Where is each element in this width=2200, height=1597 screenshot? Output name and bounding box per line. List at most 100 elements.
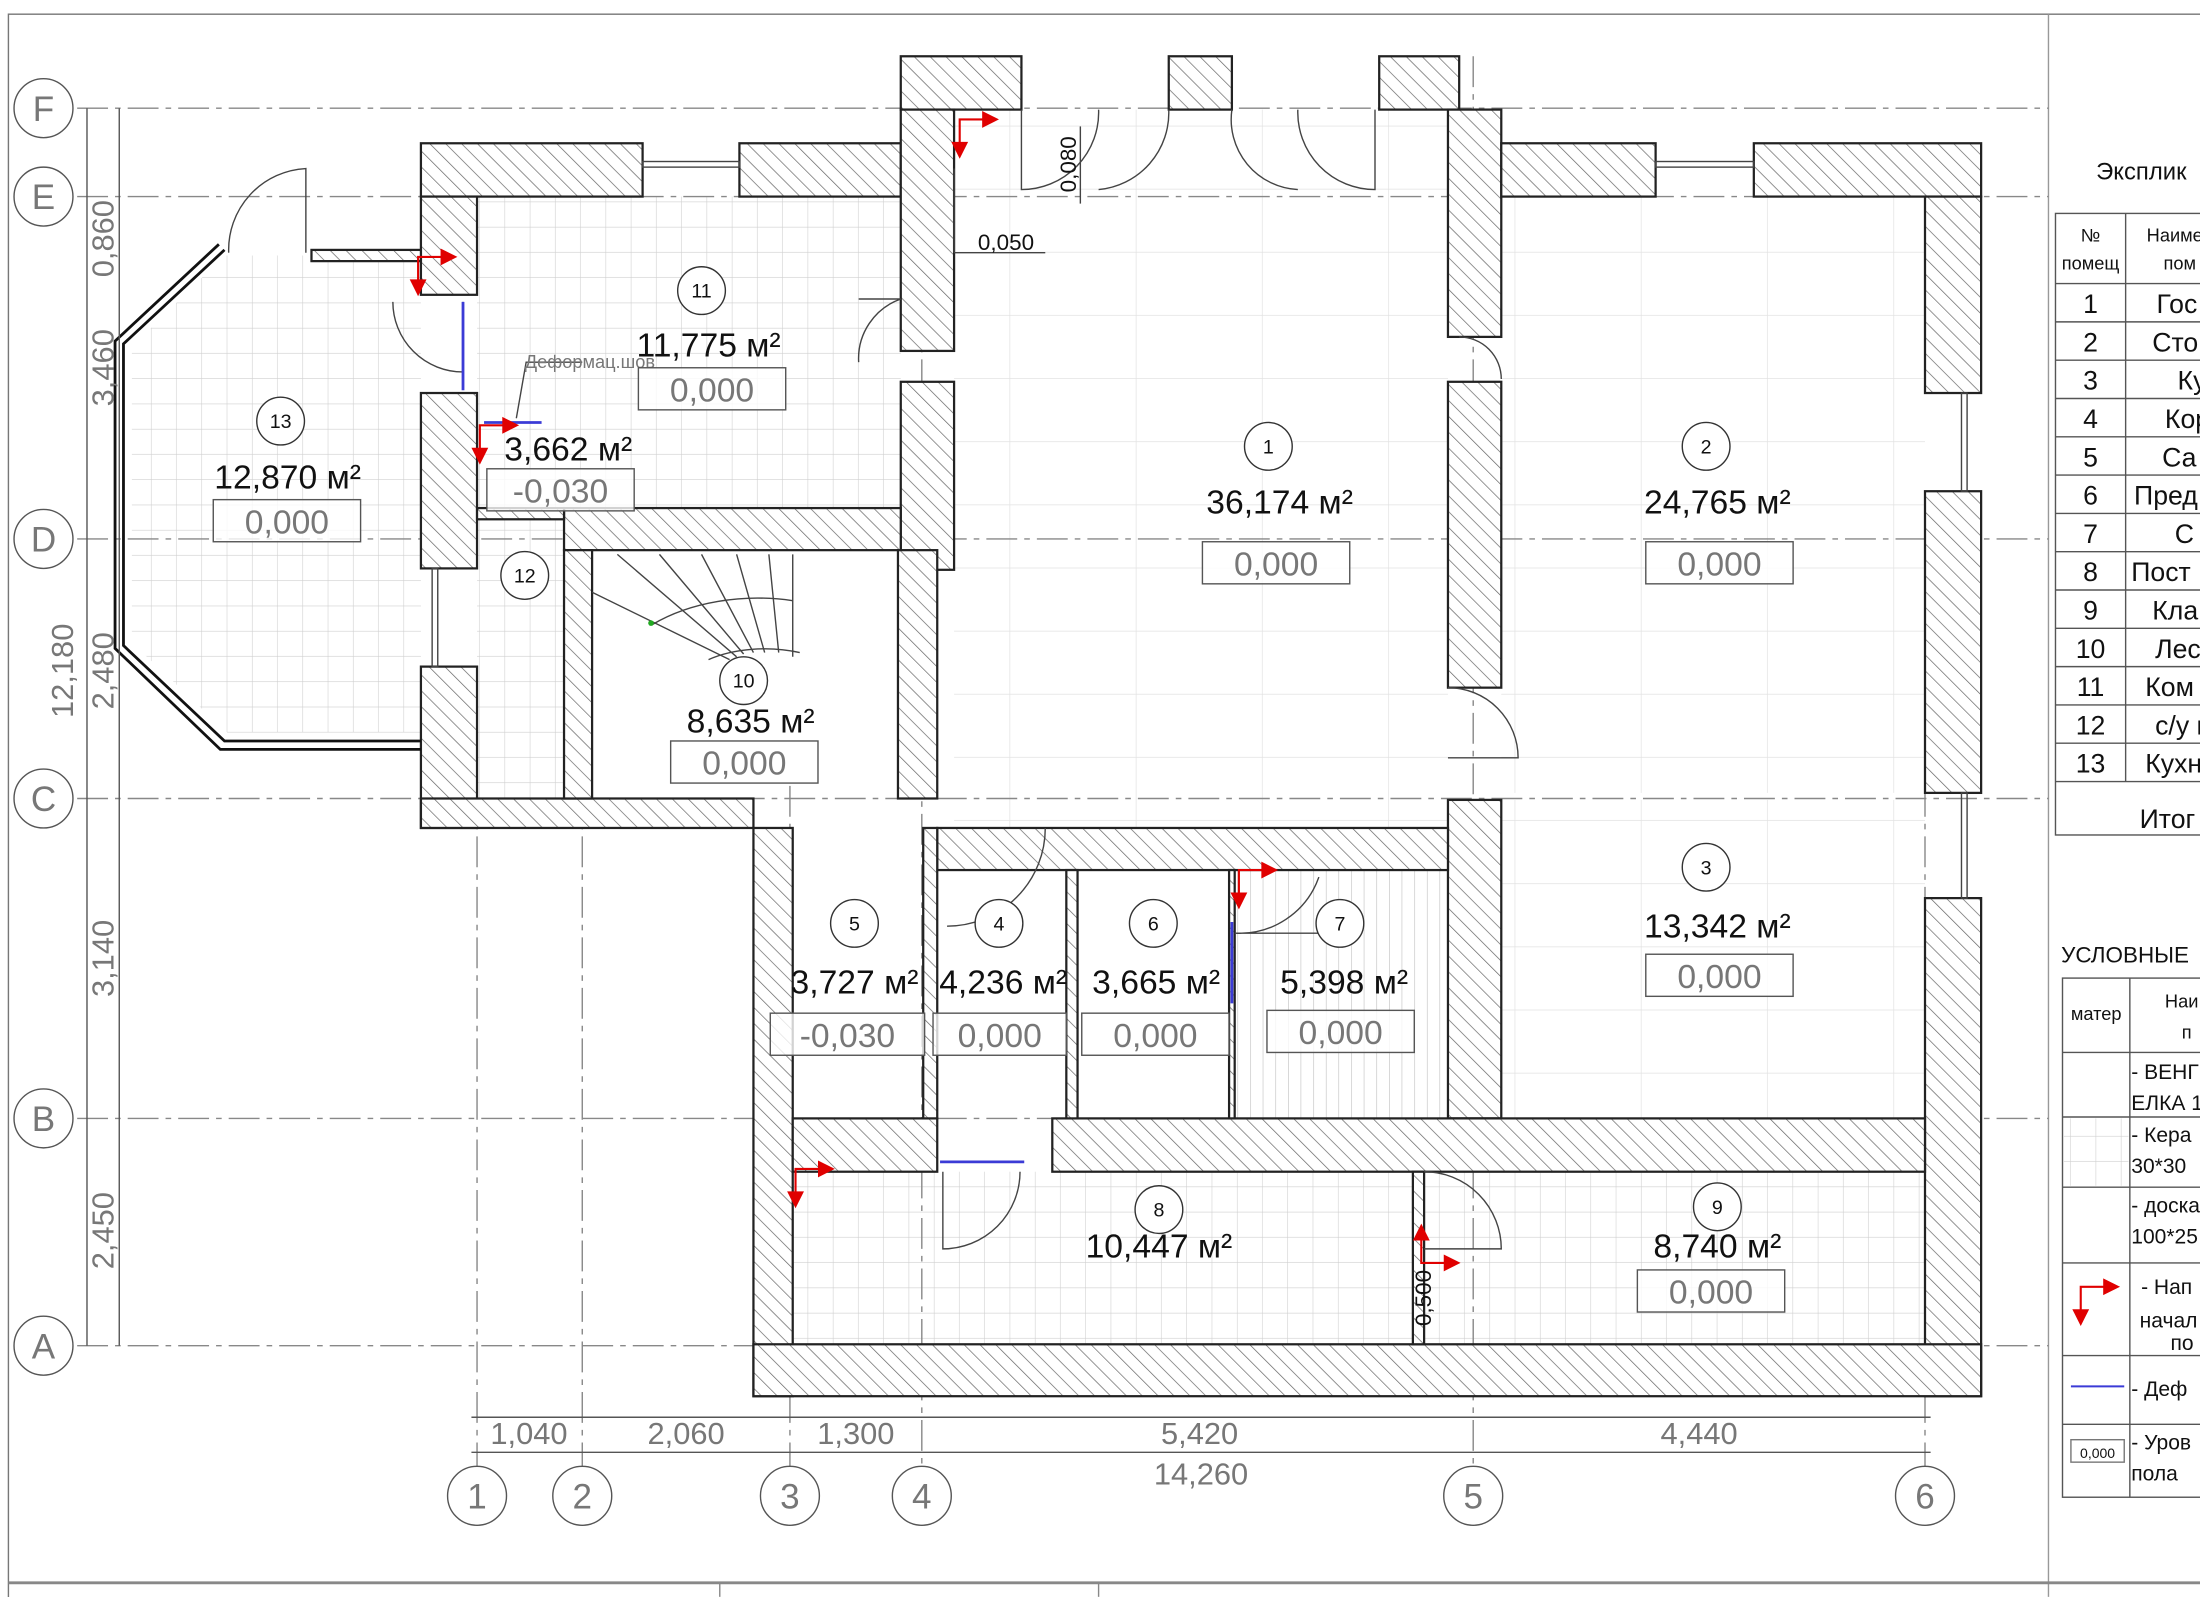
dimension-label: 2,480 xyxy=(86,632,121,709)
explication-row-number: 10 xyxy=(2076,634,2106,664)
room-area: 8,740 м² xyxy=(1653,1228,1781,1265)
explication-row-number: 5 xyxy=(2083,442,2098,472)
floor-level: 0,000 xyxy=(245,504,329,541)
dimension-label: 1,040 xyxy=(490,1416,567,1451)
explication-row-number: 7 xyxy=(2083,519,2098,549)
room-area: 5,398 м² xyxy=(1280,965,1408,1002)
dimension-label: 2,450 xyxy=(86,1192,121,1269)
room-number: 5 xyxy=(849,913,860,935)
room-13: 13 12,870 м² 0,000 xyxy=(212,396,362,543)
floor-level: 0,000 xyxy=(958,1018,1042,1055)
floor-level-box xyxy=(212,498,362,543)
room-number-bubble xyxy=(676,266,727,316)
axis-label: 5 xyxy=(1463,1477,1483,1516)
legend-row-text: - Нап xyxy=(2141,1276,2192,1299)
axis-bubble-E: E xyxy=(13,166,74,227)
axis-label: A xyxy=(32,1327,56,1366)
axis-bubble-C: C xyxy=(13,768,74,829)
room-5: 5 3,727 м² -0,030 xyxy=(769,898,926,1056)
room-number-bubble xyxy=(1134,1185,1184,1235)
floor-level-box xyxy=(1636,1269,1786,1313)
annotations: Деформац.шов 0,050 0,080 0,500 xyxy=(515,126,1436,1326)
legend-row-text: начал xyxy=(2140,1309,2198,1332)
room-number: 11 xyxy=(691,281,711,303)
offset-label-0500: 0,500 xyxy=(1411,1270,1436,1326)
dimension-total: 14,260 xyxy=(1154,1457,1248,1492)
floor-level-box xyxy=(1081,1012,1230,1056)
offset-label-0050: 0,050 xyxy=(978,230,1034,255)
offset-label-0080: 0,080 xyxy=(1056,136,1081,192)
floor-level: 0,000 xyxy=(1669,1275,1753,1312)
expansion-joints xyxy=(461,301,1234,1164)
floor-level-box xyxy=(769,1012,926,1056)
legend-row-text: 100*25 xyxy=(2131,1225,2198,1248)
dimension-label: 2,060 xyxy=(647,1416,724,1451)
room-number-bubble xyxy=(1681,421,1731,471)
floor-level: -0,030 xyxy=(513,473,608,510)
room-area: 13,342 м² xyxy=(1644,908,1791,945)
axis-label: 6 xyxy=(1915,1477,1935,1516)
legend-row-text: 30*30 xyxy=(2131,1155,2186,1178)
floor-level-box xyxy=(1266,1009,1415,1054)
explication-row-name: Кор xyxy=(2165,404,2200,434)
room-number: 3 xyxy=(1701,857,1712,879)
axis-bubble-6: 6 xyxy=(1894,1465,1956,1526)
room-area: 3,727 м² xyxy=(791,965,919,1002)
explication-row-number: 2 xyxy=(2083,327,2098,357)
room-4: 44,236 м²0,000 xyxy=(932,898,1067,1056)
floor-level-box xyxy=(1645,541,1794,585)
room-12: 123,662 м²-0,030 xyxy=(486,431,635,600)
room-number-bubble xyxy=(974,898,1024,948)
header-no: помещ xyxy=(2062,253,2120,274)
floor-level: 0,000 xyxy=(1234,546,1318,583)
level-box-swatch xyxy=(2070,1438,2125,1463)
room-number-bubble xyxy=(1692,1182,1742,1232)
floor-level: -0,030 xyxy=(800,1018,895,1055)
dimension-label: 5,420 xyxy=(1161,1416,1238,1451)
axis-label: C xyxy=(31,780,56,819)
legend-header-material: матер xyxy=(2071,1003,2122,1024)
room-10: 108,635 м²0,000 xyxy=(669,656,819,784)
floor-level: 0,000 xyxy=(1299,1015,1383,1052)
explication-row-number: 6 xyxy=(2083,481,2098,511)
room-2: 224,765 м²0,000 xyxy=(1644,421,1794,585)
sheet-border xyxy=(7,13,2200,1597)
walls xyxy=(113,55,1983,1398)
floor-level: 0,000 xyxy=(670,372,754,409)
explication-row-name: Пост xyxy=(2131,557,2191,587)
legend-title: УСЛОВНЫЕ xyxy=(2061,943,2189,968)
explication-row-name: Сто xyxy=(2152,327,2198,357)
axis-bubble-A: A xyxy=(13,1315,74,1376)
explication-title: Эксплик xyxy=(2096,159,2187,186)
dimension-label: 4,440 xyxy=(1660,1416,1737,1451)
room-number: 13 xyxy=(270,411,292,433)
axis-bubble-B: B xyxy=(13,1088,74,1149)
explication-row-number: 3 xyxy=(2083,366,2098,396)
explication-row-number: 9 xyxy=(2083,595,2098,625)
legend-row-text: - доска xyxy=(2131,1194,2200,1217)
axis-label: 4 xyxy=(912,1477,932,1516)
explication-row-name: Ку xyxy=(2178,366,2200,396)
explication-row-name: Лес xyxy=(2155,634,2200,664)
room-area: 24,765 м² xyxy=(1644,485,1791,522)
room-number-bubble xyxy=(719,656,769,706)
explication-table: №помещНаимепом1Гос2Сто3Ку4Кор5Са6Пред7С8… xyxy=(2054,212,2200,836)
staircase xyxy=(591,553,800,661)
room-area: 36,174 м² xyxy=(1206,485,1353,522)
room-3: 313,342 м²0,000 xyxy=(1644,842,1794,998)
dimension-label: 3,140 xyxy=(86,920,121,997)
expansion-joint-label: Деформац.шов xyxy=(525,351,655,372)
room-area: 12,870 м² xyxy=(214,459,361,496)
legend-row-text: ЕЛКА 1 xyxy=(2131,1092,2200,1115)
room-number-bubble xyxy=(1681,842,1731,892)
direction-arrow-swatch xyxy=(2071,1277,2122,1328)
explication-row-name: Пред xyxy=(2134,481,2198,511)
explication-row-name: Ком xyxy=(2145,672,2194,702)
axis-bubble-2: 2 xyxy=(552,1465,613,1526)
doors xyxy=(227,109,1968,1250)
room-number-bubble xyxy=(829,898,880,948)
axis-bubble-3: 3 xyxy=(759,1465,821,1526)
explication-row-number: 13 xyxy=(2076,749,2106,779)
floor-level: 0,000 xyxy=(1113,1018,1197,1055)
